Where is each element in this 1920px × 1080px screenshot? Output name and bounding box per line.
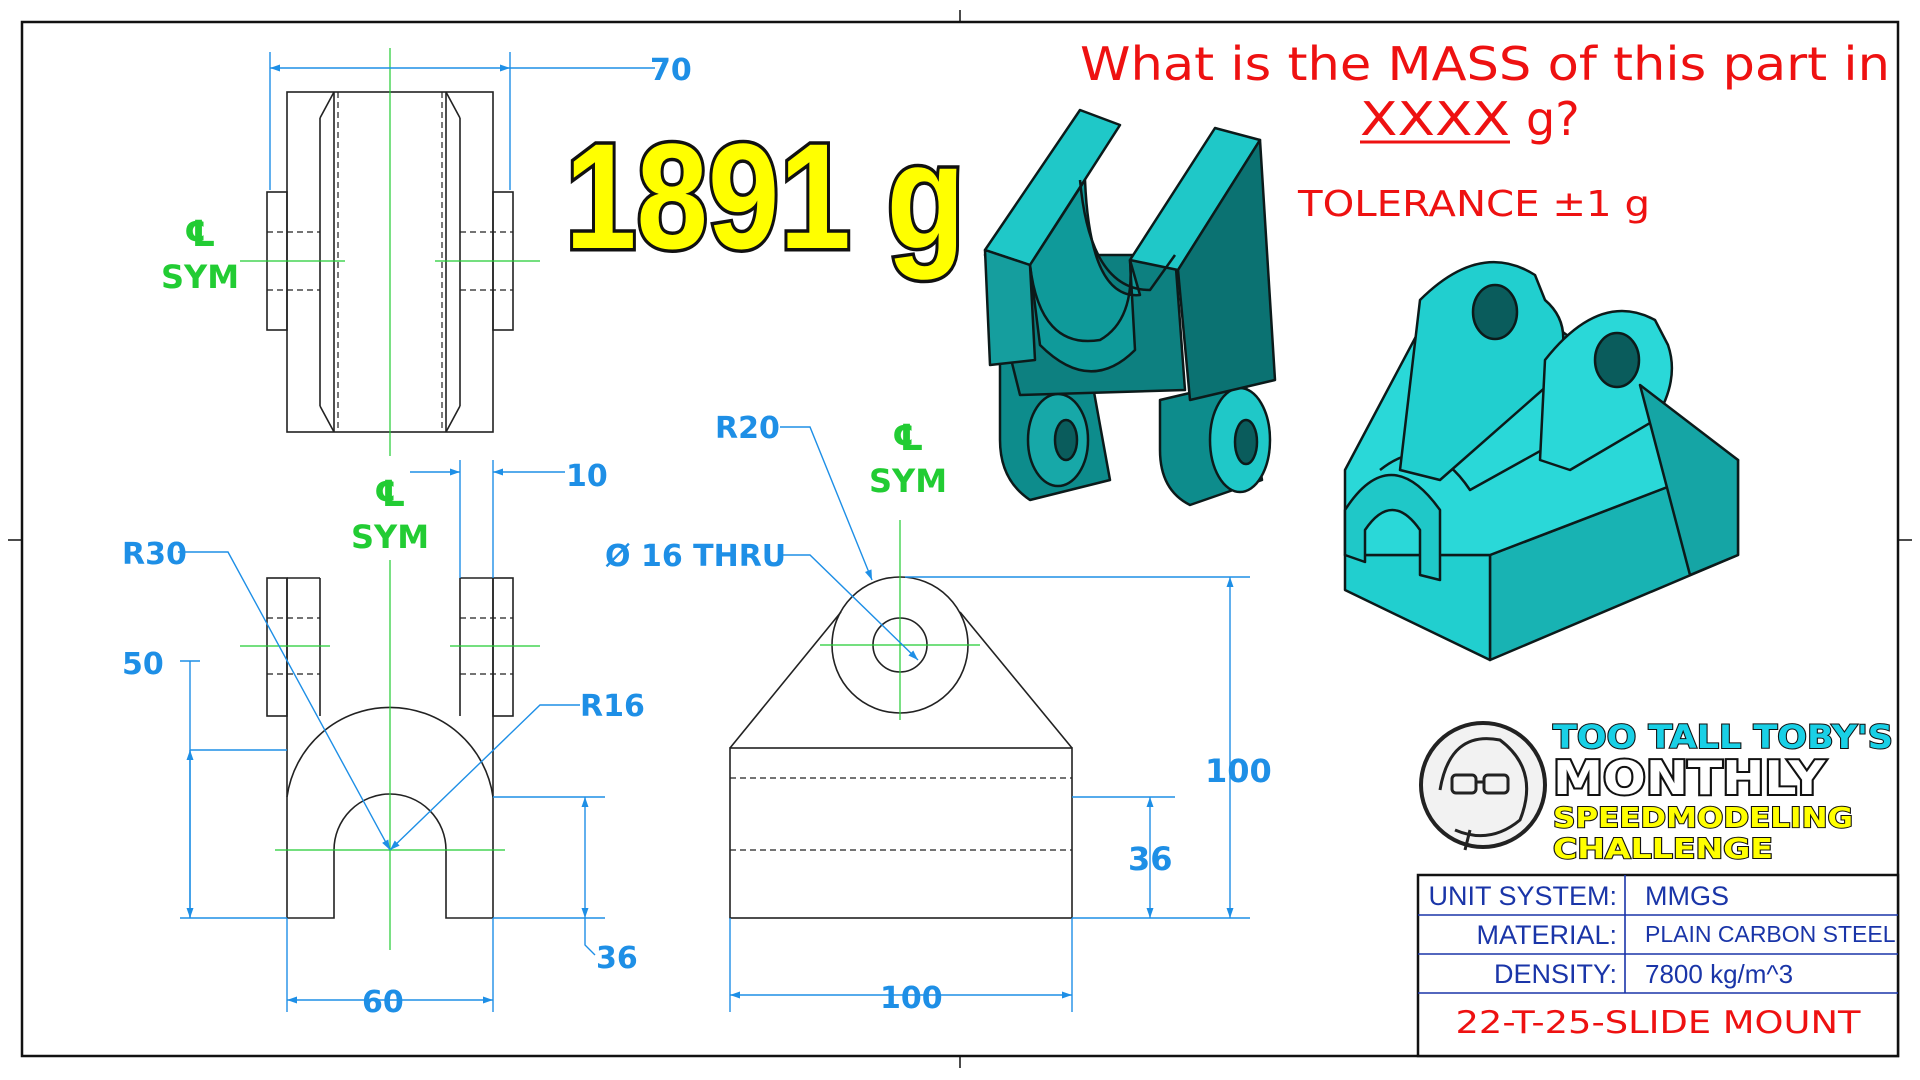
sym-top-label: SYM	[161, 258, 239, 296]
front-view	[240, 560, 540, 950]
question-line1: What is the MASS of this part in	[1080, 37, 1890, 91]
density-value: 7800 kg/m^3	[1645, 959, 1793, 989]
dimension-labels: 70 10 R30 R16 50 36 60 100 100 36 R20 Ø …	[122, 53, 1272, 1020]
density-label: DENSITY:	[1494, 959, 1617, 989]
dim-70: 70	[650, 53, 692, 88]
sym-side-label: SYM	[869, 462, 947, 500]
dim-10: 10	[566, 459, 608, 494]
sym-side-mark: ℄	[892, 418, 924, 459]
dim-hole: Ø 16 THRU	[605, 539, 786, 574]
border-ticks	[8, 10, 1912, 1068]
top-view	[240, 48, 540, 456]
unit-label: UNIT SYSTEM:	[1428, 881, 1617, 911]
question-unit: g?	[1526, 92, 1580, 146]
sym-top-mark: ℄	[184, 214, 216, 255]
answer-text: 1891 g	[565, 112, 965, 280]
sym-front-mark: ℄	[374, 474, 406, 515]
dim-50: 50	[122, 647, 164, 682]
tolerance-text: TOLERANCE ±1 g	[1297, 184, 1650, 225]
title-block: UNIT SYSTEM: MMGS MATERIAL: PLAIN CARBON…	[1416, 873, 1900, 1058]
iso-model-underside	[983, 108, 1277, 507]
question-placeholder: XXXX	[1360, 92, 1510, 146]
iso-model-top	[1343, 260, 1740, 662]
dim-100-height: 100	[1205, 752, 1272, 790]
dim-100-width: 100	[880, 981, 943, 1016]
symmetry-labels: ℄ SYM ℄ SYM ℄ SYM	[161, 214, 947, 556]
dim-36-left: 36	[596, 941, 638, 976]
unit-value: MMGS	[1645, 881, 1729, 911]
material-value: PLAIN CARBON STEEL	[1645, 921, 1896, 947]
dim-36-right: 36	[1128, 840, 1173, 878]
logo-line2: MONTHLY	[1553, 751, 1826, 805]
dim-r30: R30	[122, 537, 187, 572]
dim-r20: R20	[715, 411, 780, 446]
dim-r16: R16	[580, 689, 645, 724]
sym-front-label: SYM	[351, 518, 429, 556]
logo: TOO TALL TOBY'S MONTHLY SPEEDMODELING CH…	[1419, 717, 1894, 866]
dimension-lines	[178, 52, 1250, 1012]
logo-line1: TOO TALL TOBY'S	[1553, 718, 1893, 756]
dim-60: 60	[362, 985, 404, 1020]
logo-line3: SPEEDMODELING	[1553, 801, 1853, 834]
part-name: 22-T-25-SLIDE MOUNT	[1456, 1005, 1862, 1041]
logo-line4: CHALLENGE	[1553, 832, 1773, 865]
question-heading: What is the MASS of this part in XXXX g?…	[1080, 37, 1890, 225]
side-view	[729, 520, 1073, 919]
material-label: MATERIAL:	[1476, 920, 1617, 950]
